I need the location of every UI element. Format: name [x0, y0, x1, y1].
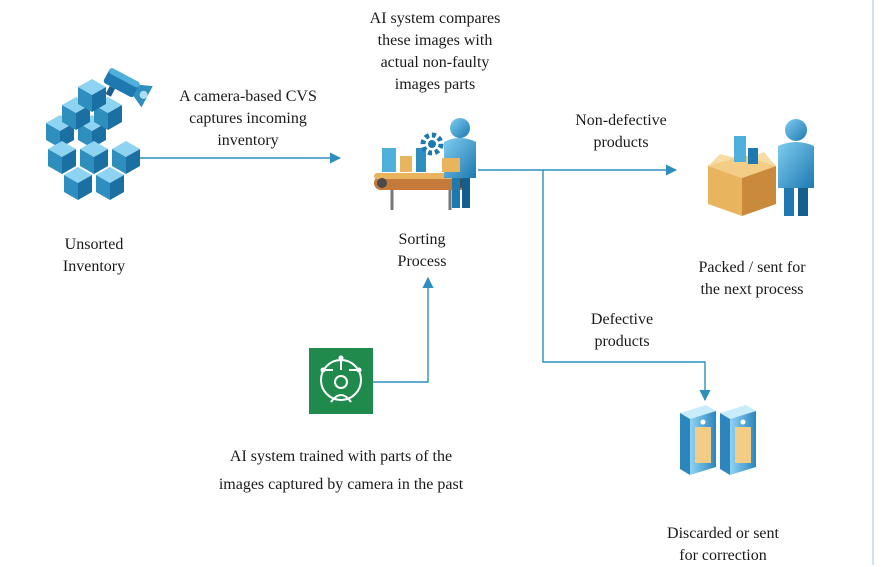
label-line: for correction — [679, 547, 767, 564]
server-bins-icon — [680, 405, 756, 475]
label-sorting-process: Sorting Process — [372, 229, 472, 273]
stacked-boxes-icon — [46, 79, 140, 200]
label-line: these images with — [377, 32, 493, 49]
worker-packing-box-icon — [708, 119, 814, 216]
label-unsorted-inventory: Unsorted Inventory — [36, 234, 152, 278]
label-line: AI system compares — [369, 10, 501, 27]
label-line: actual non-faulty — [380, 54, 490, 71]
label-line: AI system trained with parts of the — [229, 448, 453, 465]
arrow-ai-to-sorting — [373, 276, 434, 383]
label-line: Unsorted — [64, 236, 124, 253]
label-discarded: Discarded or sent for correction — [648, 523, 798, 567]
label-ai-compares: AI system compares these images with act… — [350, 8, 520, 96]
label-line: Inventory — [62, 258, 126, 275]
ai-brain-person-icon — [309, 348, 373, 414]
label-defective: Defective products — [572, 309, 672, 353]
label-line: Defective — [590, 311, 654, 328]
label-line: Sorting — [398, 231, 446, 248]
label-ai-trained: AI system trained with parts of the imag… — [196, 446, 486, 496]
label-line: captures incoming — [189, 110, 307, 127]
label-line: Discarded or sent — [667, 525, 779, 542]
label-line: inventory — [217, 132, 279, 149]
worker-conveyor-icon — [374, 118, 476, 210]
label-line: the next process — [700, 281, 804, 298]
camera-icon — [103, 68, 153, 108]
label-line: images parts — [394, 76, 476, 93]
label-line: Packed / sent for — [698, 259, 806, 276]
label-line: images captured by camera in the past — [218, 476, 464, 493]
label-packed: Packed / sent for the next process — [680, 257, 824, 301]
label-line: Process — [397, 253, 447, 270]
label-non-defective: Non-defective products — [560, 110, 682, 154]
label-line: A camera-based CVS — [179, 88, 317, 105]
flow-arrows — [135, 152, 711, 402]
label-camera-caption: A camera-based CVS captures incoming inv… — [160, 86, 336, 152]
right-border — [872, 0, 874, 565]
label-line: Non-defective — [575, 112, 667, 129]
label-line: products — [594, 333, 650, 350]
arrow-branch-to-defective — [542, 170, 711, 402]
label-line: products — [593, 134, 649, 151]
